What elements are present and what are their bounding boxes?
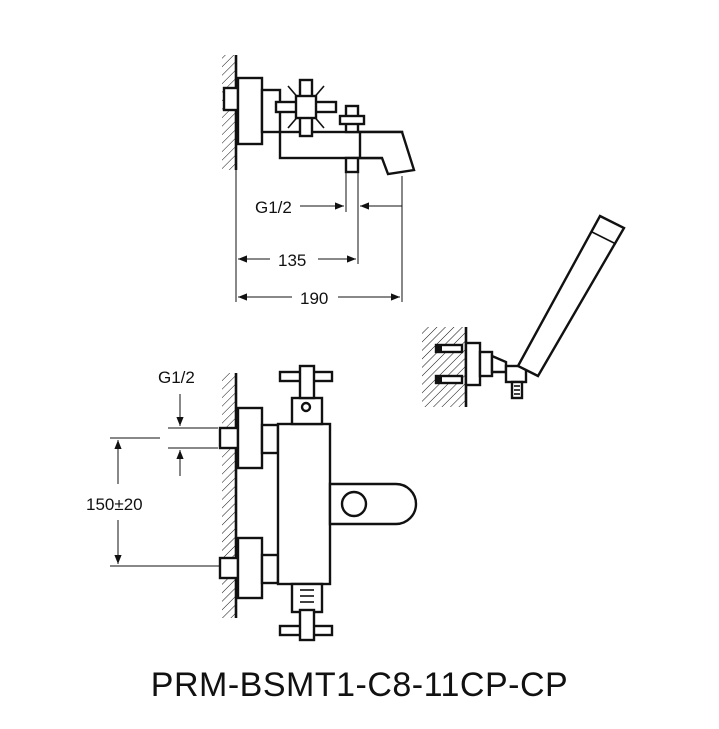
cross-handle-side [274,78,338,138]
hand-shower [422,214,626,407]
wall-hatch [222,55,236,170]
front-view: G1/2 150±20 [86,364,418,642]
front-thread-label: G1/2 [158,368,195,387]
top-dim-135-label: 135 [278,251,306,270]
wall-hatch-front [222,373,236,618]
model-code: PRM-BSMT1-C8-11CP-CP [150,666,569,704]
top-dim-190-label: 190 [300,289,328,308]
side-view: G1/2 135 190 [222,55,416,308]
front-spacing-label: 150±20 [86,495,143,514]
top-thread-label: G1/2 [255,198,292,217]
